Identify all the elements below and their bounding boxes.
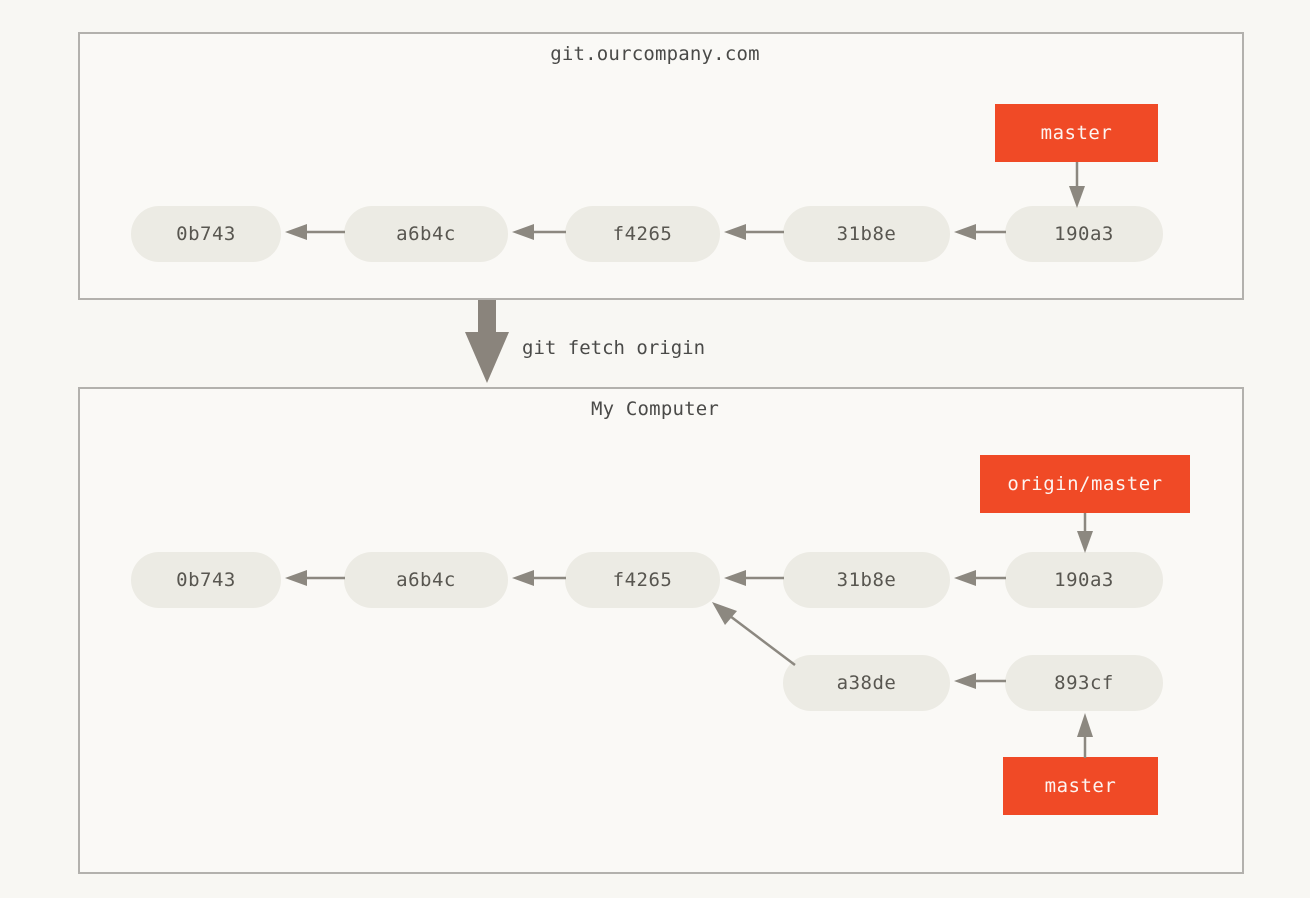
local-panel-title: My Computer [590, 398, 720, 420]
commit-arrow-remote-190a3-to-31b8e [950, 220, 1006, 244]
commit-arrow-local-31b8e-to-f4265 [720, 566, 784, 590]
branch-label-local-origin-master: origin/master [980, 455, 1190, 513]
commit-node-local-31b8e: 31b8e [783, 552, 950, 608]
branch-pointer-local-master [1072, 713, 1098, 759]
commit-arrow-local-190a3-to-31b8e [950, 566, 1006, 590]
branch-label-remote-master: master [995, 104, 1158, 162]
commit-node-remote-31b8e: 31b8e [783, 206, 950, 262]
commit-node-local-0b743: 0b743 [131, 552, 281, 608]
remote-panel-title: git.ourcompany.com [550, 43, 760, 65]
commit-node-remote-f4265: f4265 [565, 206, 720, 262]
commit-node-remote-190a3: 190a3 [1005, 206, 1163, 262]
commit-arrow-remote-f4265-to-a6b4c [508, 220, 566, 244]
commit-arrow-local-893cf-to-a38de [950, 669, 1006, 693]
branch-pointer-remote-master [1064, 162, 1090, 210]
commit-node-local-a38de: a38de [783, 655, 950, 711]
git-fetch-transition-arrow [462, 300, 512, 388]
commit-node-local-190a3: 190a3 [1005, 552, 1163, 608]
branch-label-local-master: master [1003, 757, 1158, 815]
commit-arrow-local-a38de-to-f4265 [700, 595, 810, 675]
commit-node-local-f4265: f4265 [565, 552, 720, 608]
commit-node-remote-a6b4c: a6b4c [344, 206, 508, 262]
commit-node-remote-0b743: 0b743 [131, 206, 281, 262]
commit-arrow-remote-31b8e-to-f4265 [720, 220, 784, 244]
commit-node-local-a6b4c: a6b4c [344, 552, 508, 608]
commit-arrow-local-f4265-to-a6b4c [508, 566, 566, 590]
commit-node-local-893cf: 893cf [1005, 655, 1163, 711]
commit-arrow-local-a6b4c-to-0b743 [281, 566, 345, 590]
transition-command-label: git fetch origin [522, 337, 706, 359]
branch-pointer-local-origin-master [1072, 513, 1098, 555]
commit-arrow-remote-a6b4c-to-0b743 [281, 220, 345, 244]
